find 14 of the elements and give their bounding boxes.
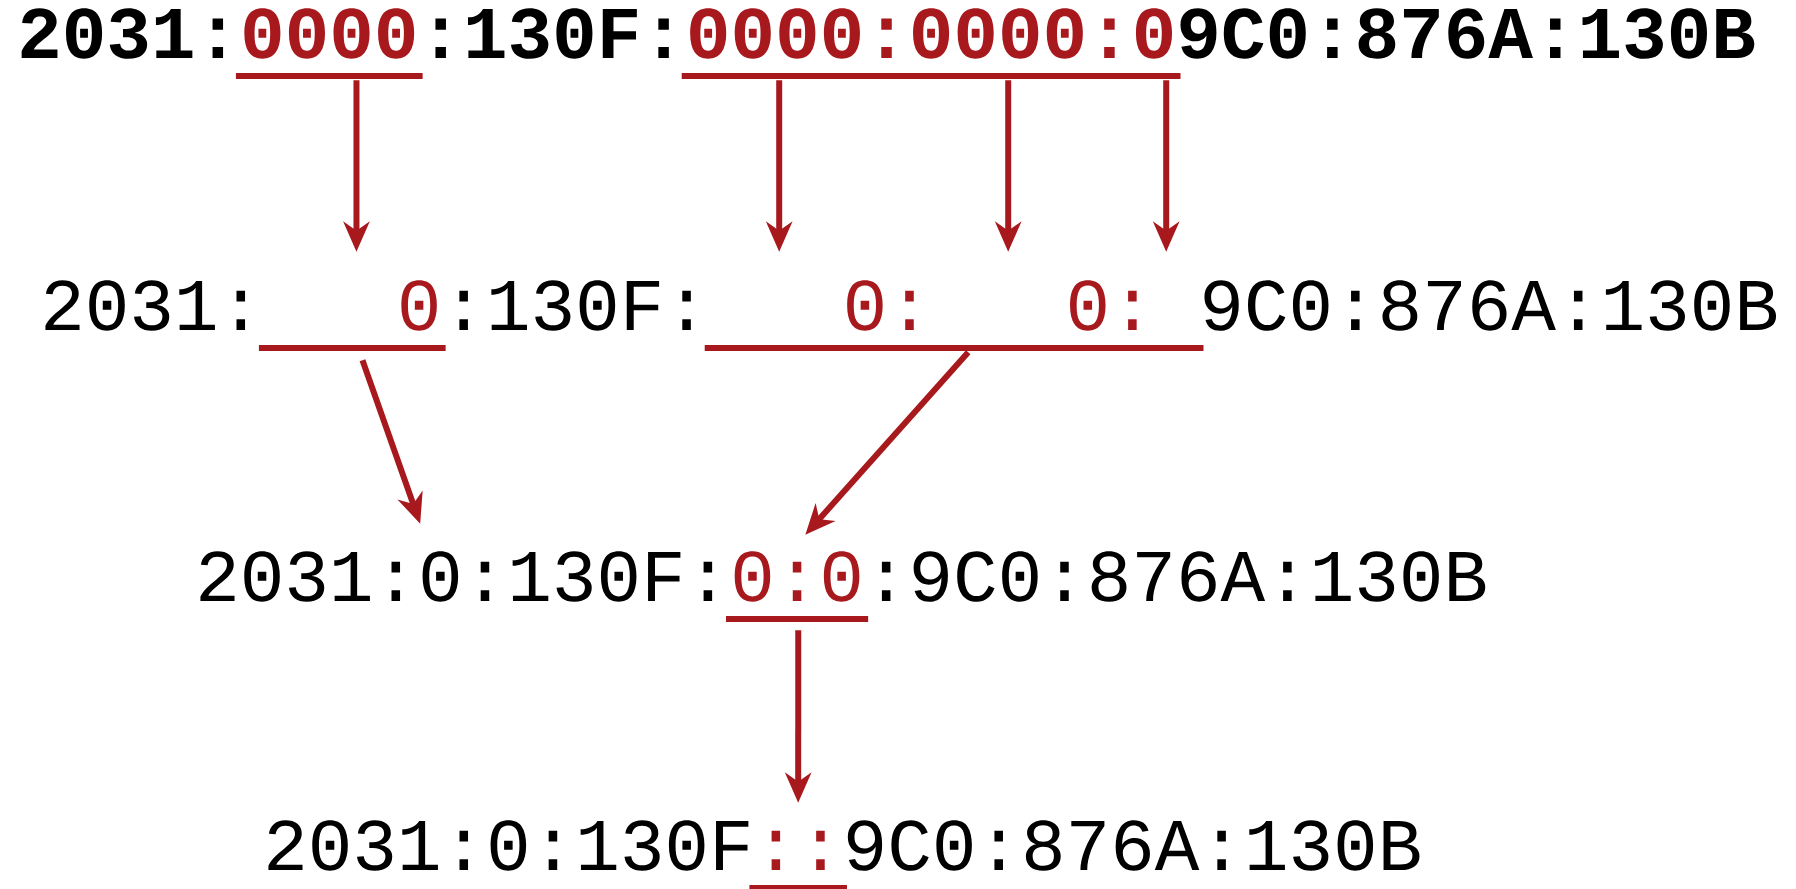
- address-text: 9C0:876A:130B: [1180, 8, 1755, 59]
- address-text: :130F:: [459, 280, 691, 331]
- address-text: 2031:: [200, 551, 401, 602]
- address-part: 0: [422, 551, 459, 602]
- underlined-address-part: 0: [258, 280, 446, 352]
- address-text: 9C0:876A:130B: [1204, 280, 1777, 331]
- underlined-address-part: 0000:0000:0: [681, 8, 1181, 80]
- underlined-address-part: 0000: [235, 8, 423, 80]
- underlined-address-part: ::: [749, 830, 847, 889]
- address-text: 2031:0:130F: [268, 820, 749, 871]
- underlined-address-part: 0: 0:: [704, 280, 1204, 352]
- underlined-address-part: 0:0: [726, 551, 869, 623]
- address-text: :130F:: [435, 8, 669, 59]
- address-text: :9C0:876A:130B: [881, 551, 1486, 602]
